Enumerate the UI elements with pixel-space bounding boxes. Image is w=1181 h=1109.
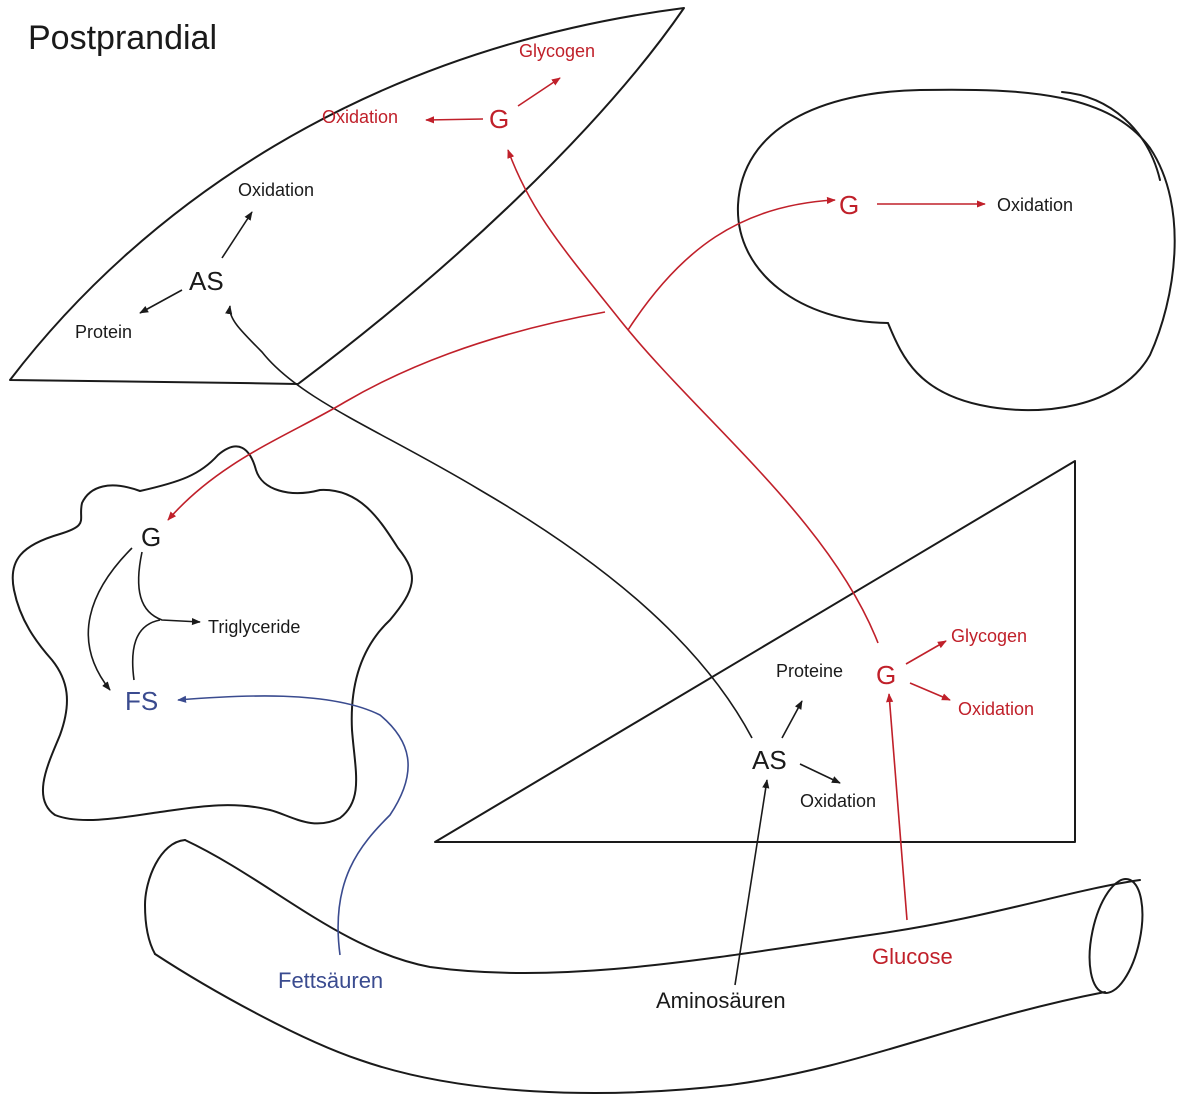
arrow-glucose-to-g <box>886 693 908 921</box>
arrow-fettsaeuren-to-fs <box>177 695 409 956</box>
liver-outline <box>9 7 685 385</box>
muscle-oxidation-label: Oxidation <box>800 791 876 811</box>
muscle-proteine-label: Proteine <box>776 661 843 681</box>
liver-oxidation-red-label: Oxidation <box>322 107 398 127</box>
page-title: Postprandial <box>28 19 217 57</box>
arrow-muscle-as-to-proteine <box>781 700 803 739</box>
arrow-aminosaeuren-to-as <box>734 779 770 986</box>
arrow-muscle-as-to-oxidation <box>799 763 841 784</box>
liver-oxidation-label: Oxidation <box>238 180 314 200</box>
adipose-outline <box>11 445 413 825</box>
brain-oxidation-label: Oxidation <box>997 195 1073 215</box>
arrow-liver-as-to-oxidation <box>221 211 253 259</box>
adipose-g-label: G <box>141 522 161 552</box>
intestine-left-end <box>144 839 186 955</box>
intestine-right-opening <box>1088 878 1144 994</box>
intestine-outline <box>184 839 1141 975</box>
brain-g-label: G <box>839 190 859 220</box>
intestine-outline-lower <box>154 953 1106 1094</box>
fettsaeuren-label: Fettsäuren <box>278 968 383 993</box>
muscle-as-label: AS <box>752 745 787 775</box>
arrow-muscle-g-to-glycogen <box>905 640 947 665</box>
arrow-liver-as-to-protein <box>139 289 183 314</box>
brain-outline-detail <box>1061 91 1161 181</box>
adipose-fs-label: FS <box>125 686 158 716</box>
arrow-to-adipose-g <box>167 311 606 521</box>
aminosaeuren-label: Aminosäuren <box>656 988 786 1013</box>
arrow-adipose-g-to-triglyceride <box>137 551 201 626</box>
glucose-label: Glucose <box>872 944 953 969</box>
muscle-oxidation-red-label: Oxidation <box>958 699 1034 719</box>
liver-g-label: G <box>489 104 509 134</box>
arrow-to-brain-g <box>627 196 836 331</box>
muscle-g-label: G <box>876 660 896 690</box>
arrow-adipose-fs-to-triglyceride <box>131 619 161 681</box>
arrow-liver-g-to-oxidation <box>425 116 484 124</box>
arrow-liver-g-to-glycogen <box>517 77 561 107</box>
liver-protein-label: Protein <box>75 322 132 342</box>
arrow-muscle-as-to-liver-as <box>225 305 753 739</box>
liver-glycogen-label: Glycogen <box>519 41 595 61</box>
liver-as-label: AS <box>189 266 224 296</box>
adipose-triglyceride-label: Triglyceride <box>208 617 300 637</box>
arrow-muscle-g-to-oxidation <box>909 682 951 701</box>
arrow-muscle-g-to-liver-g <box>507 149 879 644</box>
arrow-adipose-g-to-fs <box>87 547 133 691</box>
brain-outline <box>736 88 1176 412</box>
muscle-glycogen-label: Glycogen <box>951 626 1027 646</box>
muscle-outline <box>434 460 1076 843</box>
